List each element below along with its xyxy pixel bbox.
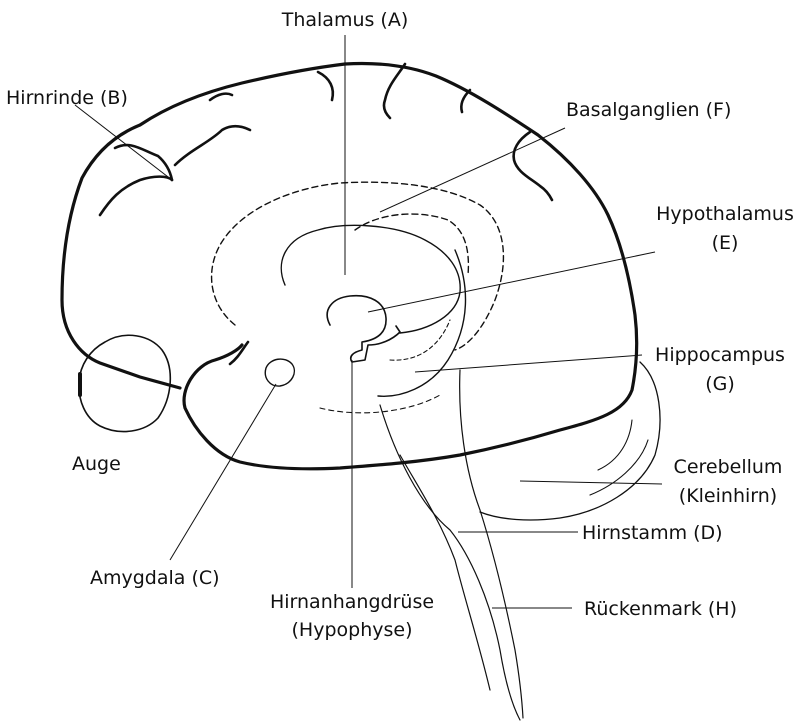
label-cerebellum-line2: (Kleinhirn) [658,484,798,508]
label-hypothalamus-line2: (E) [650,231,800,255]
label-auge: Auge [72,452,121,476]
label-hypophyse: Hirnanhangdrüse (Hypophyse) [262,590,442,642]
label-amygdala: Amygdala (C) [90,566,220,590]
cerebellum-inner [598,420,632,470]
basalganglien-pointer [380,128,565,212]
brainstem-outline [380,405,520,720]
brain-outline [62,64,637,469]
label-hypophyse-line2: (Hypophyse) [262,618,442,642]
thalamus-outline [281,225,460,333]
hippocampus-inner [390,320,450,360]
label-hypothalamus: Hypothalamus (E) [650,202,800,255]
label-cerebellum: Cerebellum (Kleinhirn) [658,455,798,508]
cerebellum-pointer [520,481,662,484]
sulcus [461,90,470,112]
label-hirnrinde: Hirnrinde (B) [6,86,128,110]
label-basalganglien: Basalganglien (F) [566,98,731,122]
brainstem-outline [460,370,523,718]
eye-outline [79,335,170,431]
label-hypothalamus-line1: Hypothalamus [650,202,800,226]
hippocampus-inner [320,395,440,413]
label-hippocampus-line2: (G) [645,372,795,396]
label-hirnstamm: Hirnstamm (D) [582,521,723,545]
cerebellum-inner [590,440,648,495]
hippocampus-outline [378,250,465,396]
sulcus [318,72,333,100]
label-hippocampus-line1: Hippocampus [645,343,795,367]
amygdala-outline [265,359,294,386]
hypothalamus-outline [327,296,400,362]
brainstem-outline [400,455,490,690]
sulcus [384,64,405,118]
label-cerebellum-line1: Cerebellum [658,455,798,479]
sulcus [115,145,172,180]
label-hypophyse-line1: Hirnanhangdrüse [262,590,442,614]
basalganglien-outline [212,182,504,350]
basalganglien-inner [355,214,468,275]
sulcus [175,126,250,165]
sulcus [210,94,232,100]
label-rueckenmark: Rückenmark (H) [584,597,737,621]
hypothalamus-pointer [368,252,655,312]
sulcus [100,177,172,215]
label-hippocampus: Hippocampus (G) [645,343,795,396]
label-thalamus: Thalamus (A) [270,8,420,32]
